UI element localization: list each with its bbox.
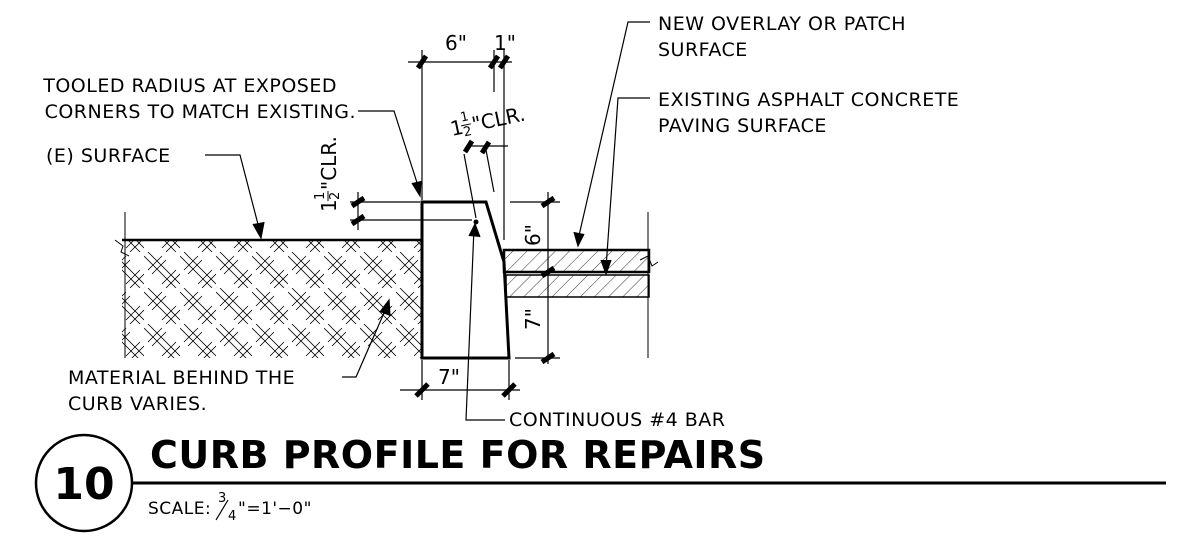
drawing-title: CURB PROFILE FOR REPAIRS <box>150 433 766 477</box>
detail-number: 10 <box>53 459 114 510</box>
svg-text:1: 1 <box>313 192 328 200</box>
svg-text:1: 1 <box>448 115 465 141</box>
note-tooled-2: CORNERS TO MATCH EXISTING. <box>45 101 356 123</box>
svg-text:2: 2 <box>462 124 473 140</box>
svg-text:1: 1 <box>459 109 470 125</box>
svg-text:1: 1 <box>317 199 341 212</box>
note-bar: CONTINUOUS #4 BAR <box>509 409 726 431</box>
svg-text:2: 2 <box>328 192 343 200</box>
svg-text:"CLR.: "CLR. <box>470 102 528 137</box>
dim-clear-top: 1 1 2 "CLR. <box>448 102 528 141</box>
note-material-2: CURB VARIES. <box>68 393 207 415</box>
svg-text:"CLR.: "CLR. <box>317 136 341 190</box>
paving-layers <box>502 212 659 358</box>
dim-batter: 1" <box>494 31 516 55</box>
note-material-1: MATERIAL BEHIND THE <box>68 367 295 389</box>
dimension-lines <box>350 50 560 400</box>
note-overlay-1: NEW OVERLAY OR PATCH <box>658 13 906 35</box>
existing-ground <box>114 212 422 358</box>
note-overlay-2: SURFACE <box>658 39 748 61</box>
scale-numerator: 3 <box>218 491 226 506</box>
scale-denominator: 4 <box>228 509 236 524</box>
dim-base-height: 7" <box>521 308 545 330</box>
scale-rest: "=1'−0" <box>238 499 312 519</box>
dim-top-width: 6" <box>445 31 467 55</box>
note-asphalt-1: EXISTING ASPHALT CONCRETE <box>658 89 959 111</box>
dim-clear-side: 1 1 2 "CLR. <box>313 136 343 212</box>
note-asphalt-2: PAVING SURFACE <box>658 115 827 137</box>
dim-face-height: 6" <box>521 224 545 246</box>
leaders <box>205 21 650 421</box>
scale-label: SCALE: <box>148 499 211 519</box>
curb-section <box>420 200 511 360</box>
rebar <box>473 219 479 225</box>
note-tooled-1: TOOLED RADIUS AT EXPOSED <box>42 75 337 97</box>
dim-bottom-width: 7" <box>438 365 460 389</box>
title-block: 10 CURB PROFILE FOR REPAIRS SCALE: 3 4 "… <box>34 433 1166 533</box>
note-surface: (E) SURFACE <box>46 145 171 167</box>
